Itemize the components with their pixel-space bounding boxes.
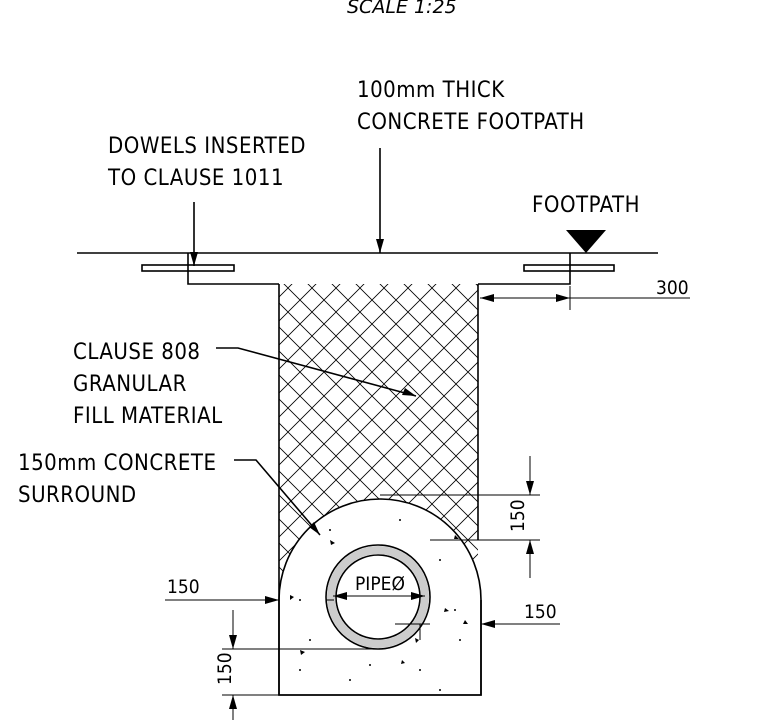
dowels-label-line2: TO CLAUSE 1011 [107, 166, 284, 191]
fill-label-line3: FILL MATERIAL [73, 404, 223, 429]
dim-300-label: 300 [656, 277, 689, 299]
dim-right-150-label: 150 [524, 601, 557, 623]
level-triangle-icon [566, 230, 606, 253]
footpath-label: FOOTPATH [532, 193, 640, 218]
dowels-label-line1: DOWELS INSERTED [108, 134, 306, 159]
concrete-surround [278, 498, 482, 696]
footpath-slab [187, 253, 571, 285]
fill-leader [216, 347, 417, 397]
concrete-aggregate-dots [290, 519, 468, 691]
footpath-thick-label-line2: CONCRETE FOOTPATH [357, 110, 585, 135]
surround-label-line2: SURROUND [18, 483, 137, 508]
footpath-thick-label-line1: 100mm THICK [357, 78, 505, 103]
granular-fill-hatch [279, 284, 478, 584]
surround-leader [234, 459, 321, 536]
fill-label-line2: GRANULAR [73, 372, 187, 397]
dim-top-150-label: 150 [507, 499, 529, 532]
dim-left-150-label: 150 [167, 576, 200, 598]
dim-bottom-150-label: 150 [214, 652, 236, 685]
pipe-inner [335, 554, 421, 640]
fill-label-line1: CLAUSE 808 [73, 340, 201, 365]
surround-label-line1: 150mm CONCRETE [18, 451, 217, 476]
pipe-wall [327, 546, 429, 648]
dowel-right [523, 264, 615, 272]
scale-label: SCALE 1:25 [347, 0, 457, 18]
pipe-label: PIPEØ [355, 573, 405, 595]
dowel-left [141, 264, 235, 272]
